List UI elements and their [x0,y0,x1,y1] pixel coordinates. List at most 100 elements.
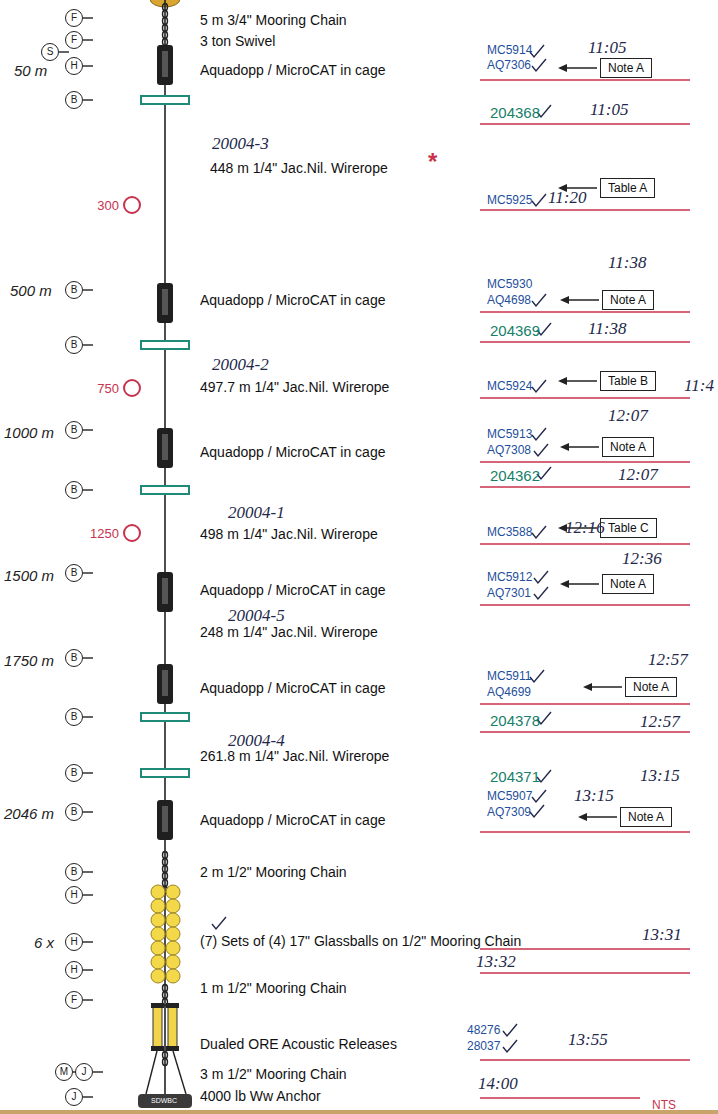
node-label: H [70,61,77,71]
instrument-cage [157,428,173,468]
part-label: Dualed ORE Acoustic Releases [200,1036,397,1052]
acoustic-releases [151,1046,164,1051]
ground-line [0,1110,718,1114]
depth-label: 500 m [10,282,52,299]
node-label: B [71,653,78,663]
float-circle [122,195,142,215]
hardware-callout: J [65,1088,83,1106]
hardware-callout: F [65,31,83,49]
red-underlines [480,1097,640,1099]
serial-number: MC5930 [487,278,532,292]
hardware-callout: B [65,863,83,881]
depth-label: 2046 m [4,805,54,822]
callout-dash [83,772,93,773]
hardware-callout: H [65,933,83,951]
hardware-callout: F [65,991,83,1009]
hardware-callout: B [65,764,83,782]
instrument-cage [157,800,173,840]
part-label: 498 m 1/4" Jac.Nil. Wirerope [200,526,378,542]
node-label: B [71,768,78,778]
part-label: 4000 lb Ww Anchor [200,1088,321,1104]
acoustic-releases [166,1046,179,1051]
callout-dash [83,39,93,40]
serial-number: 48276 [467,1024,500,1038]
check-mark [532,428,546,440]
node-label: B [71,95,78,105]
float-ring [124,525,140,541]
glassball [166,885,180,899]
red-underlines [480,79,690,81]
hardware-callout: B [65,421,83,439]
handwritten-time: 13:15 [640,766,680,786]
anchor [138,1094,192,1108]
instrument-cage [157,664,173,704]
callout-dash [83,489,93,490]
note-arrowhead [560,296,569,304]
note-box: Note A [620,807,672,827]
part-label: 3 ton Swivel [200,33,275,49]
node-label: H [70,890,77,900]
acoustic-releases [153,1006,162,1048]
flotation-bars [141,96,189,104]
note-arrowhead [578,813,587,821]
hardware-callout: H [65,57,83,75]
float-ring [124,380,140,396]
node-label: J [72,1092,77,1102]
node-label: Table B [608,374,648,388]
hardware-callout: B [65,481,83,499]
red-underlines [480,731,690,733]
instrument-body [162,51,168,77]
handwritten-time: 13:32 [476,952,516,972]
serial-number: MC5924 [487,380,532,394]
chain-link [163,1059,168,1066]
acoustic-releases [146,1003,186,1094]
hardware-callout: H [65,961,83,979]
handwritten-time: 12:07 [618,465,658,485]
float-marker: 1250 [90,523,142,543]
serial-number: AQ7308 [487,444,531,458]
callout-dash [83,999,93,1000]
serial-number: AQ4698 [487,294,531,308]
glassball [166,941,180,955]
check-marks [212,45,551,1052]
serial-number: MC3588 [487,526,532,540]
hardware-callout: F [65,9,83,27]
chain-link [163,859,168,866]
note-box: Table B [600,371,656,391]
callout-dash [83,17,93,18]
glassballs [151,885,180,983]
node-label: J [82,1067,87,1077]
node-label: 1250 [90,526,119,541]
serial-number: AQ7301 [487,587,531,601]
node-label: B [71,340,78,350]
node-label: F [71,995,77,1005]
node-label: B [71,285,78,295]
callout-dash [83,811,93,812]
leader-lines [59,18,622,1097]
depth-label: 1500 m [4,567,54,584]
float-marker: 300 [97,195,142,215]
float-circle [122,378,142,398]
instrument-cage [157,45,173,85]
note-leader [566,583,599,584]
red-underlines [480,123,690,125]
callout-dash [83,289,93,290]
depth-label: 1000 m [4,424,54,441]
part-label: 448 m 1/4" Jac.Nil. Wirerope [210,160,388,176]
serial-number: 204371 [490,768,540,785]
handwritten-time: 13:31 [642,925,682,945]
glassball [151,969,165,983]
hardware-callout: B [65,649,83,667]
handwritten-time: 11:05 [588,38,626,58]
red-underlines [480,461,690,463]
note-box: Table C [600,518,657,538]
handwritten-time: 20004-2 [212,355,269,375]
note-box: Note A [600,58,652,78]
glassball [151,955,165,969]
note-leader [564,380,597,381]
acoustic-releases [151,1003,164,1008]
red-underlines [480,486,690,488]
chain-link [163,880,168,887]
float-marker: 750 [97,378,142,398]
node-label: Table A [608,181,647,195]
